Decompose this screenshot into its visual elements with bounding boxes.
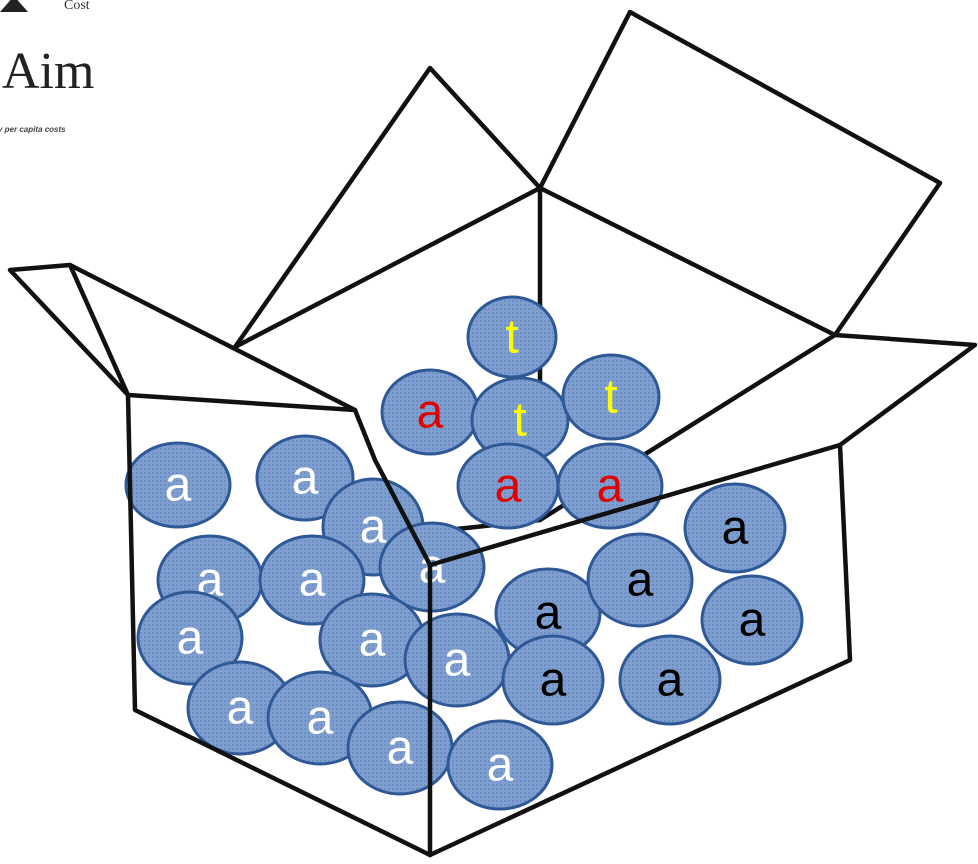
logo-cost-text: Cost	[64, 0, 90, 13]
ball-label: a	[227, 682, 254, 735]
ball-circle	[618, 634, 722, 726]
ball: t	[466, 295, 558, 379]
ball: a	[136, 590, 244, 686]
ball: a	[346, 700, 454, 796]
ball-label: a	[360, 501, 387, 554]
ball: a	[318, 592, 426, 688]
ball: a	[683, 482, 787, 574]
ball: t	[561, 353, 661, 441]
ball: a	[700, 574, 804, 666]
ball: a	[403, 612, 511, 708]
ball: a	[456, 442, 560, 530]
ball-label: a	[417, 386, 444, 439]
ball-circle	[258, 534, 366, 626]
ball-label: t	[513, 394, 526, 447]
ball-circle	[683, 482, 787, 574]
ball-label: a	[307, 692, 334, 745]
ball-circle	[136, 590, 244, 686]
logo-triangle-icon	[0, 0, 28, 12]
logo: Cost Aim y per capita costs	[0, 0, 94, 134]
ball-label: a	[540, 654, 567, 707]
ball-label: a	[299, 554, 326, 607]
logo-tagline: y per capita costs	[0, 125, 66, 134]
ball-label: a	[657, 654, 684, 707]
ball-label: a	[359, 614, 386, 667]
ball-label: a	[387, 722, 414, 775]
ball-label: a	[487, 739, 514, 792]
ball-circle	[501, 634, 605, 726]
ball-circle	[700, 574, 804, 666]
ball-label: a	[165, 459, 192, 512]
logo-aim-text: Aim	[2, 43, 94, 100]
ball-circle	[255, 434, 355, 522]
ball: a	[124, 441, 232, 529]
ball-circle	[124, 441, 232, 529]
ball: a	[255, 434, 355, 522]
ball: a	[380, 368, 480, 456]
ball-label: a	[597, 460, 624, 513]
ball: a	[618, 634, 722, 726]
box-front	[7, 262, 978, 858]
ball: a	[501, 634, 605, 726]
ball: a	[266, 670, 374, 766]
ball: a	[258, 534, 366, 626]
ball-label: a	[739, 594, 766, 647]
ball-label: a	[627, 554, 654, 607]
ball-circle	[466, 295, 558, 379]
ball-label: t	[505, 311, 518, 364]
ball-label: a	[177, 612, 204, 665]
ball: a	[446, 719, 554, 811]
ball: t	[470, 376, 570, 464]
ball-label: a	[535, 587, 562, 640]
ball-circle	[586, 532, 694, 628]
ball: a	[556, 442, 664, 530]
ball-circle	[446, 719, 554, 811]
ball-circle	[561, 353, 661, 441]
ball-label: t	[604, 371, 617, 424]
ball-label: a	[292, 452, 319, 505]
ball: a	[494, 567, 602, 659]
ball-label: a	[722, 502, 749, 555]
ball-label: a	[444, 634, 471, 687]
ball-label: a	[495, 460, 522, 513]
ball: a	[586, 532, 694, 628]
